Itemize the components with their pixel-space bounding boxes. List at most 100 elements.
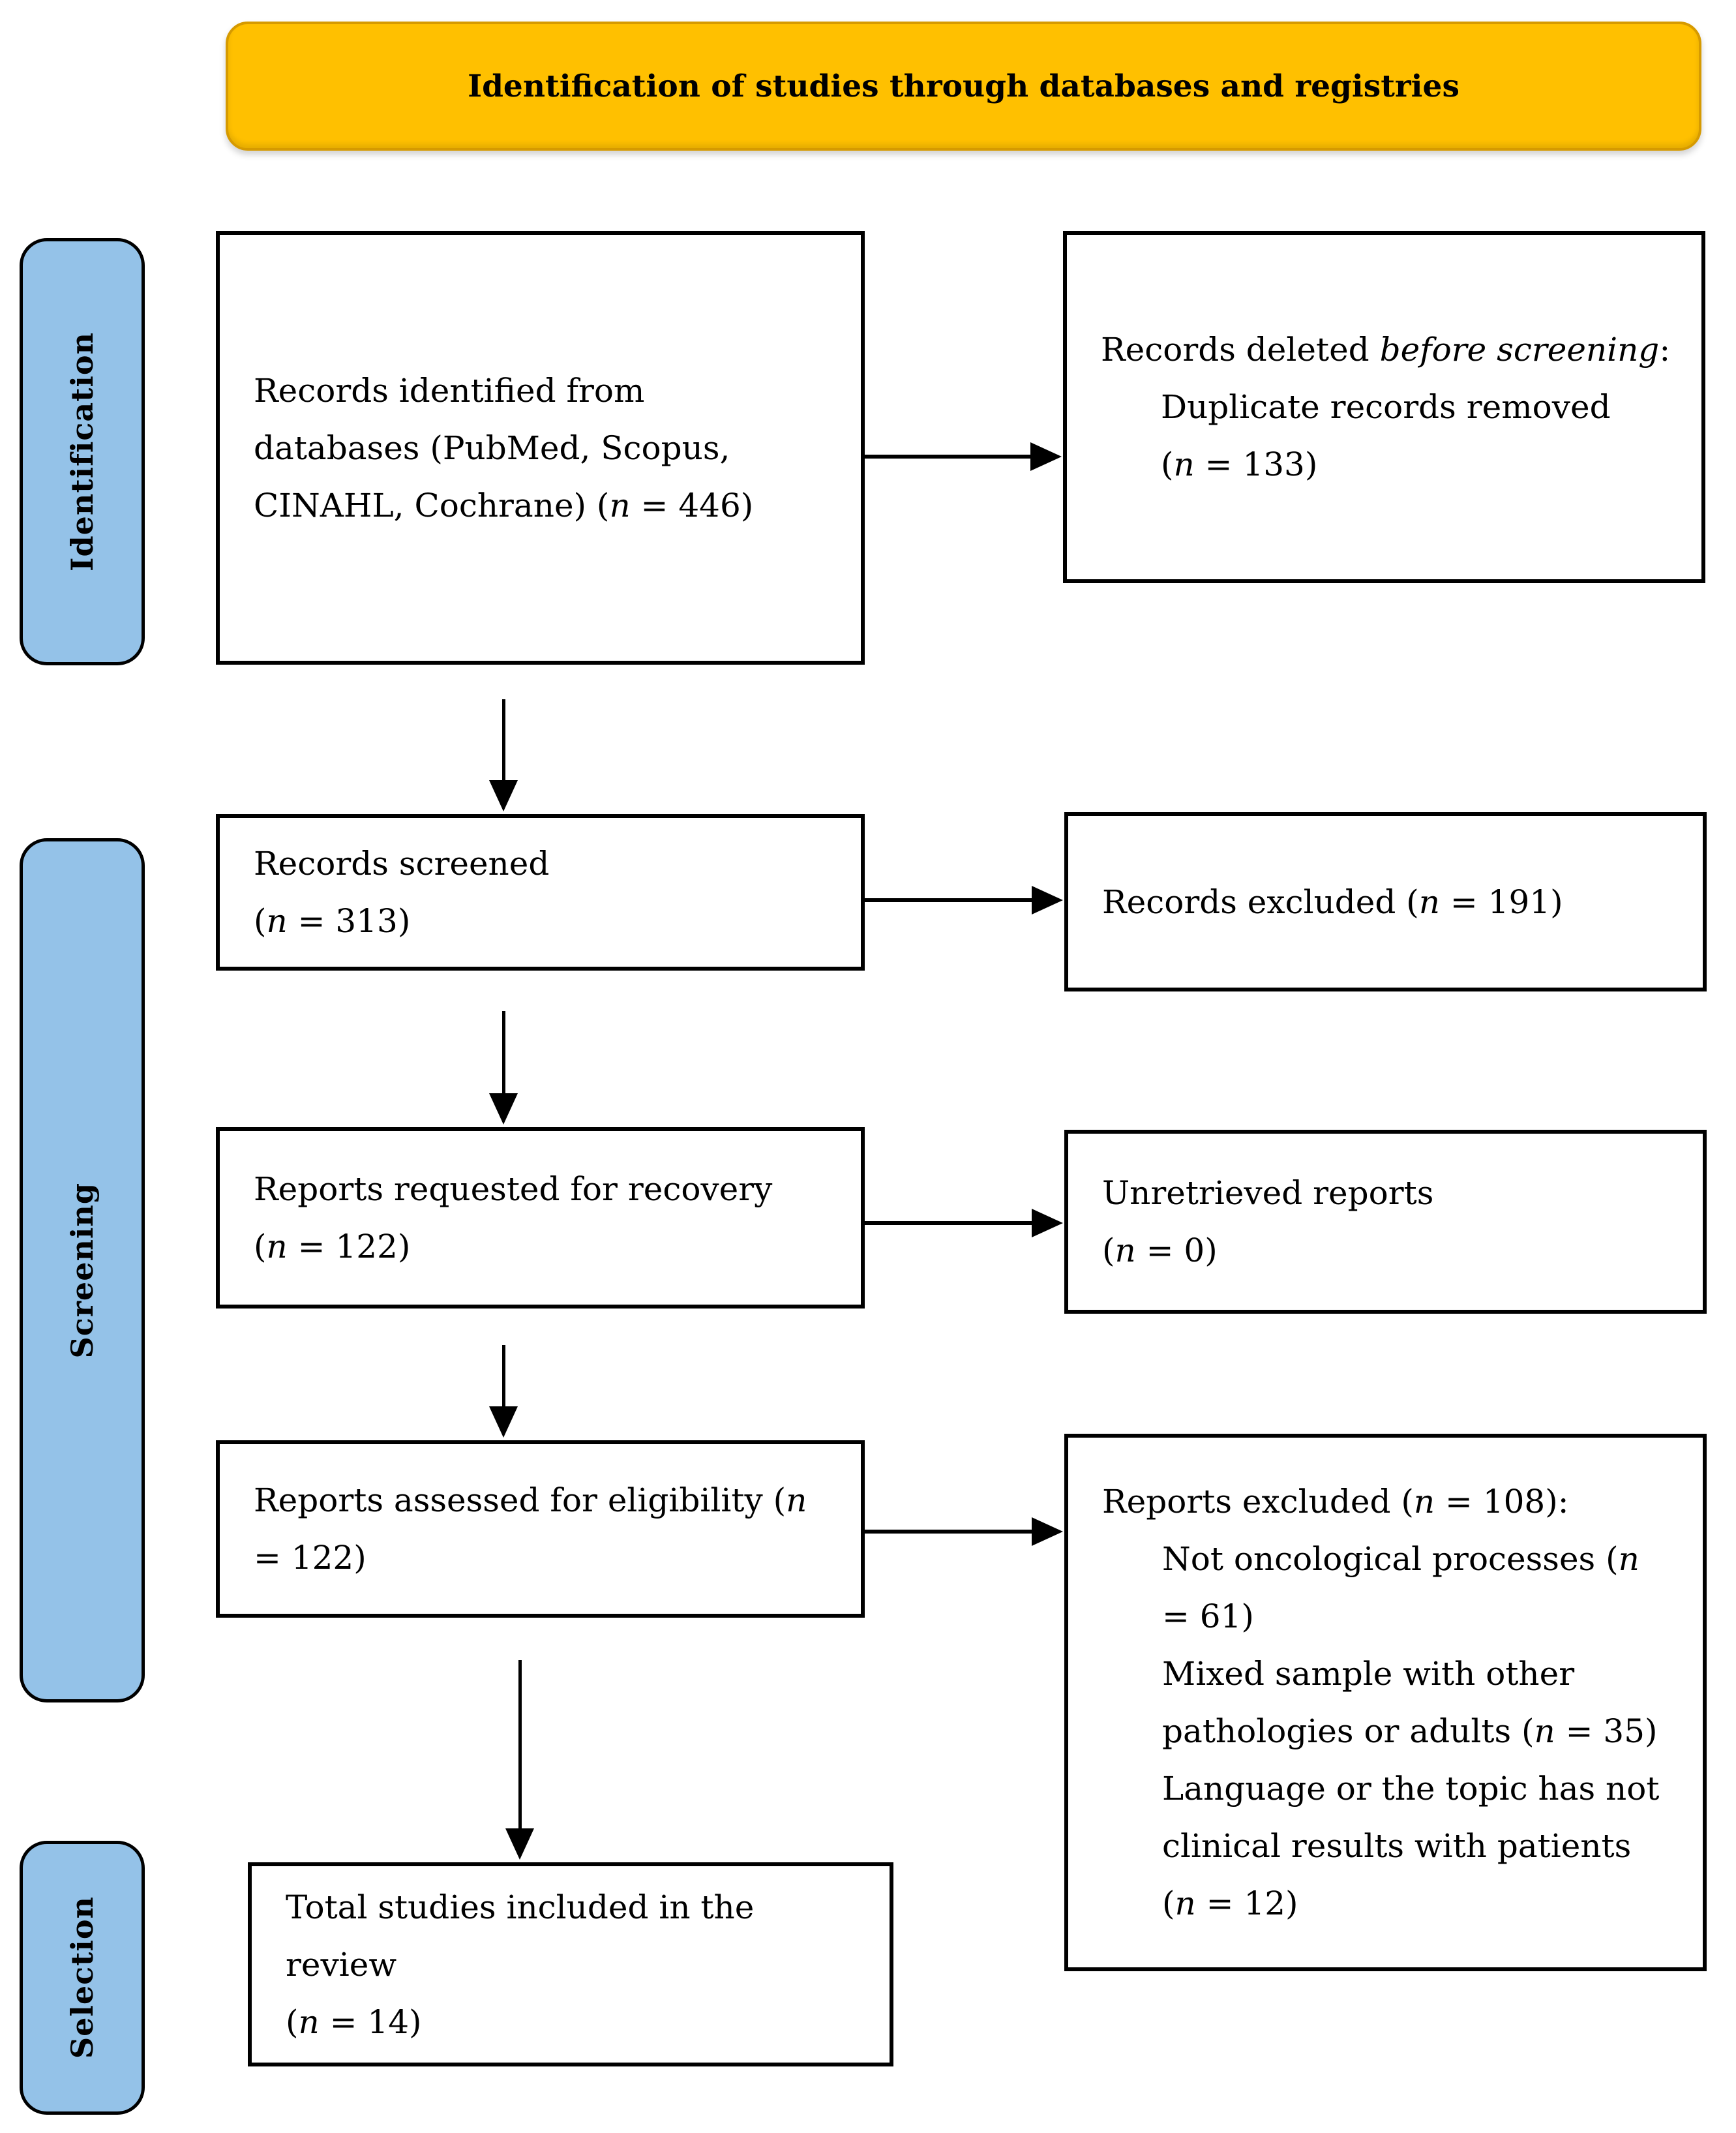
text-segment: = 14) [319,2003,422,2041]
box-reports-requested-for-recovery: Reports requested for recovery (n = 122) [216,1127,865,1309]
text-segment: n [1413,1483,1435,1520]
arrow-head-down-icon [505,1828,534,1860]
box-records-excluded: Records excluded (n = 191) [1064,812,1707,991]
text-segment: n [266,1228,288,1265]
text-segment: Reports excluded ( [1102,1483,1414,1520]
text-line: (n = 0) [1102,1222,1680,1279]
text-segment: ( [254,1228,267,1265]
text-segment: n [1175,1884,1196,1922]
stage-box-identification: Identification [20,238,145,665]
text-segment: = 0) [1135,1232,1218,1269]
text-segment: Not oncological processes ( [1162,1540,1619,1578]
text-segment: = 446) [630,486,754,524]
text-line: Mixed sample with other [1162,1645,1680,1702]
text-segment: n [1618,1540,1639,1578]
text-line: Reports assessed for eligibility (n [254,1472,838,1529]
text-line: (n = 12) [1162,1875,1680,1932]
text-segment: databases (PubMed, Scopus, [254,429,730,467]
arrow-assessed-to-excluded [865,1517,1063,1546]
text-line: (n = 122) [254,1218,838,1275]
text-segment: n [609,486,631,524]
stage-label-identification: Identification [65,331,100,572]
text-segment: = 133) [1194,446,1318,483]
arrow-head-down-icon [489,1093,518,1125]
text-segment: ( [1102,1232,1115,1269]
text-segment: ( [254,902,267,940]
text-segment: pathologies or adults ( [1162,1712,1534,1750]
text-segment: = 191) [1440,883,1563,921]
arrow-line [865,1530,1032,1534]
text-segment: Mixed sample with other [1162,1655,1575,1693]
diagram-title: Identification of studies through databa… [468,68,1459,104]
box-unretrieved-reports: Unretrieved reports (n = 0) [1064,1130,1707,1314]
text-segment: = 12) [1195,1884,1298,1922]
text-line: Not oncological processes (n [1162,1530,1680,1588]
box-records-deleted-before-screening: Records deleted before screening: Duplica… [1063,231,1705,583]
text-segment: = 122) [254,1539,367,1577]
arrow-line [501,699,505,780]
arrow-assessed-to-included [505,1660,534,1860]
box-records-screened: Records screened (n = 313) [216,814,865,971]
title-banner: Identification of studies through databa… [226,22,1701,151]
text-line: databases (PubMed, Scopus, [254,419,838,477]
box-reports-assessed-for-eligibility: Reports assessed for eligibility (n = 122… [216,1440,865,1618]
text-segment: review [286,1945,397,1984]
text-segment: Reports assessed for eligibility ( [254,1481,786,1519]
text-line: Records excluded (n = 191) [1102,873,1680,931]
text-segment: Records identified from [254,371,645,410]
text-line: (n = 313) [254,892,838,950]
stage-label-selection: Selection [65,1896,100,2059]
arrow-line [865,455,1030,459]
text-line: Reports excluded (n = 108): [1102,1473,1680,1530]
arrow-head-right-icon [1032,1209,1063,1237]
text-segment: n [298,2003,320,2041]
text-segment: Unretrieved reports [1102,1174,1434,1212]
arrow-identified-to-screened [489,699,518,811]
text-segment: = 35) [1555,1712,1658,1750]
text-segment: Duplicate records removed [1161,388,1611,426]
text-segment: Reports requested for recovery [254,1170,773,1208]
text-line: review [286,1936,867,1993]
arrow-line [865,898,1032,902]
text-segment: n [1173,446,1195,483]
text-line: Total studies included in the [286,1879,867,1936]
arrow-screened-to-excluded [865,886,1063,915]
box-records-identified: Records identified from databases (PubMed… [216,231,865,665]
text-line: Reports requested for recovery [254,1160,838,1218]
text-line: Records screened [254,835,838,892]
arrow-line [518,1660,522,1828]
text-segment: Records excluded ( [1102,883,1419,921]
stage-box-screening: Screening [20,838,145,1702]
text-segment: CINAHL, Cochrane) ( [254,486,610,524]
text-segment: Records deleted [1101,331,1380,369]
text-segment: Records screened [254,845,550,883]
text-line: = 122) [254,1529,838,1586]
text-segment: Total studies included in the [286,1888,755,1926]
text-segment: ( [1162,1884,1175,1922]
arrow-line [501,1011,505,1093]
arrow-line [501,1345,505,1406]
arrow-head-right-icon [1030,442,1062,471]
arrow-head-down-icon [489,780,518,811]
arrow-head-right-icon [1032,1517,1063,1546]
text-segment: n [1418,883,1440,921]
text-line: CINAHL, Cochrane) (n = 446) [254,477,838,534]
text-segment: = 61) [1162,1597,1254,1635]
arrow-head-down-icon [489,1406,518,1438]
box-reports-excluded: Reports excluded (n = 108):Not oncologic… [1064,1434,1707,1971]
text-segment: = 313) [287,902,411,940]
text-segment: n [1115,1232,1136,1269]
text-line: Unretrieved reports [1102,1164,1680,1222]
arrow-head-right-icon [1032,886,1063,915]
text-segment: Language or the topic has not [1162,1770,1660,1808]
stage-label-screening: Screening [65,1182,100,1359]
text-line: clinical results with patients [1162,1817,1680,1875]
arrow-screened-to-requested [489,1011,518,1125]
arrow-identified-to-deleted [865,442,1062,471]
text-line: pathologies or adults (n = 35) [1162,1702,1680,1760]
text-line: Records deleted before screening: [1101,321,1679,378]
text-segment: : [1659,331,1671,369]
text-segment: = 108): [1435,1483,1569,1520]
